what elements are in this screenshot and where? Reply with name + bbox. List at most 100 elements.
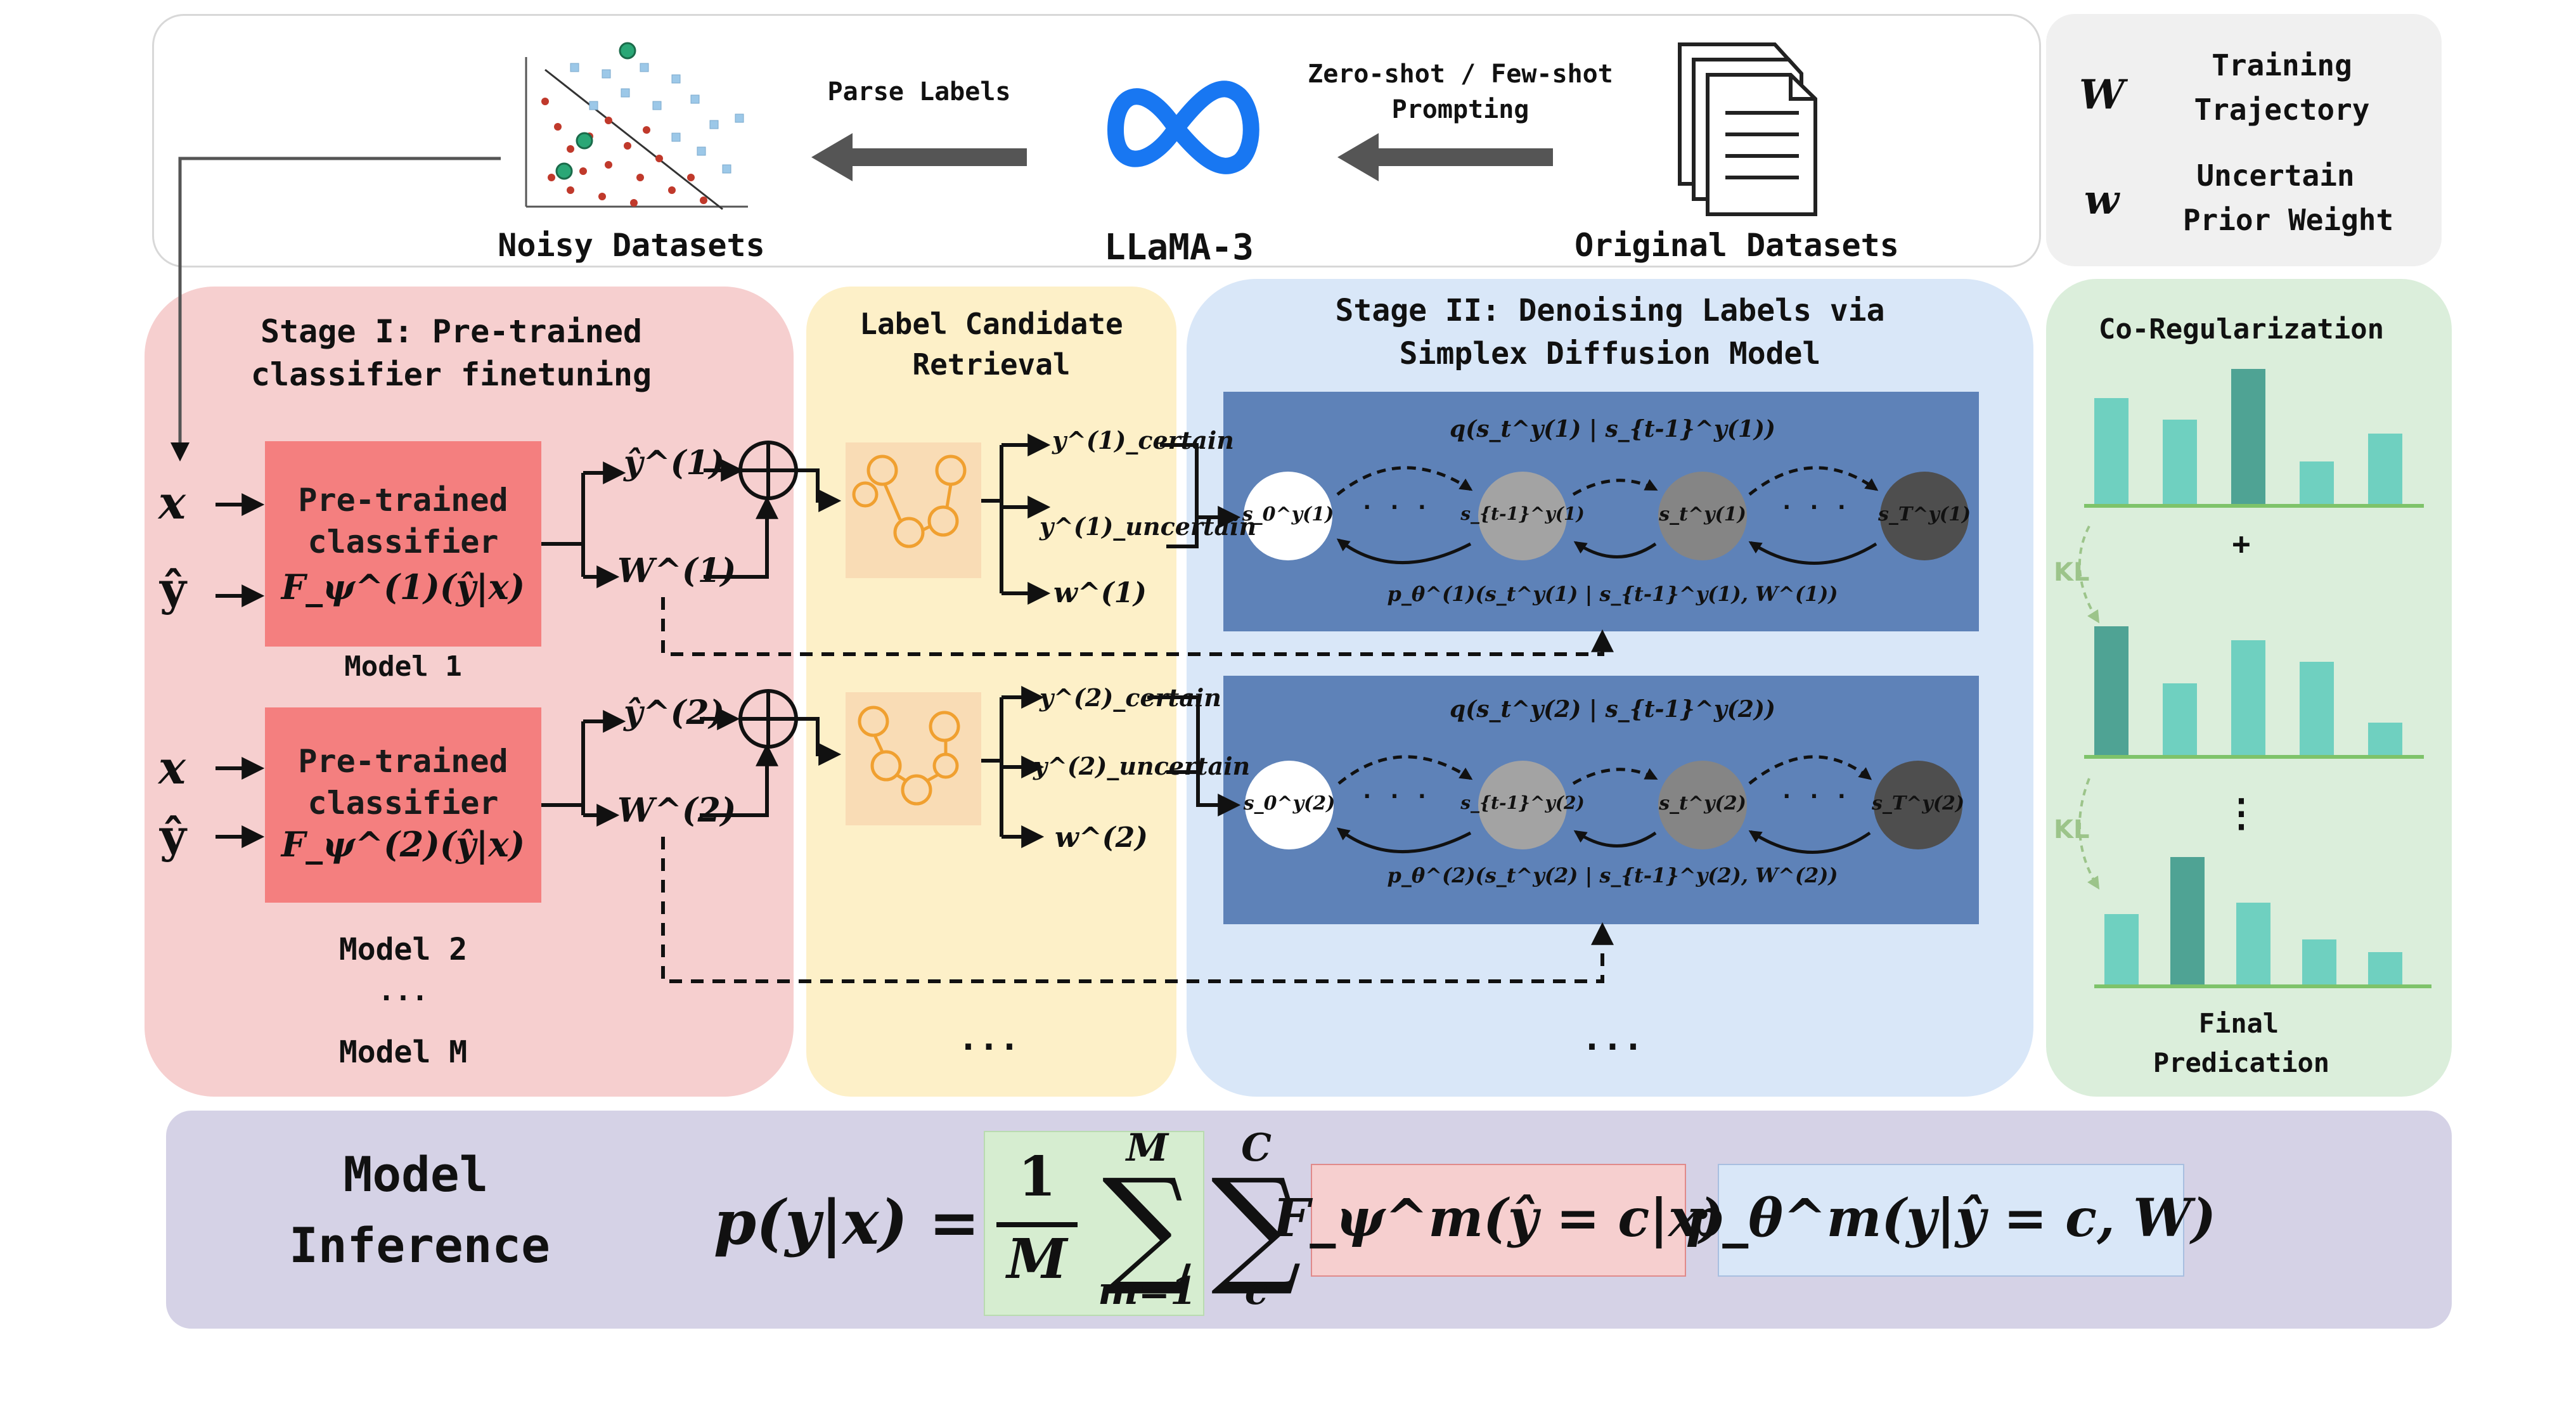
w2-label: w^(2) xyxy=(1055,822,1148,854)
model1-caption: Model 1 xyxy=(344,650,462,683)
retrieval-graph-icon-1 xyxy=(852,455,967,548)
p-label-2: p_θ^(2)(s_t^y(2) | s_{t-1}^y(2), W^(2)) xyxy=(1387,863,1838,887)
coreg-plus: + xyxy=(2232,526,2251,562)
legend-panel xyxy=(2046,14,2442,266)
parse-labels-label: Parse Labels xyxy=(827,77,1011,106)
trajectory-dashed-lines xyxy=(661,597,1614,983)
y2-uncertain-label: y^(2)_uncertain xyxy=(1033,752,1251,780)
formula-dot: · xyxy=(1693,1184,1712,1245)
final-label-line2: Predication xyxy=(2153,1047,2330,1078)
y1-certain-label: y^(1)_certain xyxy=(1052,426,1234,455)
classifier1-formula: F_ψ^(1)(ŷ|x) xyxy=(281,567,525,607)
llama-label: LLaMA-3 xyxy=(1104,227,1254,268)
chain-dots-1b: · · · xyxy=(1779,494,1849,520)
yhat2-label: ŷ^(2) xyxy=(624,693,725,732)
legend-W-symbol: W xyxy=(2079,71,2125,119)
retrieval-graph-icon-2 xyxy=(858,706,960,806)
q-label-2: q(s_t^y(2) | s_{t-1}^y(2)) xyxy=(1450,696,1775,723)
model-ellipsis: ... xyxy=(378,975,428,1007)
y2-certain-label: y^(2)_certain xyxy=(1040,683,1221,712)
classifier-box-2 xyxy=(265,707,541,903)
state-sT-1: s_T^y(1) xyxy=(1877,503,1971,526)
model2-fork xyxy=(541,686,1241,848)
state-s0-1: s_0^y(1) xyxy=(1242,503,1334,526)
stage1-title-line2: classifier finetuning xyxy=(250,356,652,393)
chain-dots-2b: · · · xyxy=(1779,783,1849,809)
p-label-1: p_θ^(1)(s_t^y(1) | s_{t-1}^y(1), W^(1)) xyxy=(1387,582,1838,606)
kl-label-2: KL xyxy=(2054,815,2090,844)
W1-label: W^(1) xyxy=(617,551,737,590)
formula-sum1-top: M xyxy=(1126,1126,1169,1170)
classifier-box-1 xyxy=(265,441,541,647)
classifier1-line2: classifier xyxy=(307,524,499,560)
stage2-title-line2: Simplex Diffusion Model xyxy=(1399,336,1821,371)
input-x-1: x xyxy=(158,475,186,529)
coreg-vdots: ⋮ xyxy=(2222,791,2260,835)
input-yhat-1: ŷ xyxy=(160,562,186,616)
classifier2-formula: F_ψ^(2)(ŷ|x) xyxy=(281,824,525,865)
model1-fork xyxy=(541,434,1241,605)
classifier1-line1: Pre-trained xyxy=(298,482,508,519)
legend-w-symbol: w xyxy=(2084,176,2120,224)
retrieval-ellipsis: ... xyxy=(958,1018,1020,1058)
yhat1-label: ŷ^(1) xyxy=(624,444,725,482)
input-yhat-2: ŷ xyxy=(160,809,186,863)
stage1-title-line1: Stage I: Pre-trained xyxy=(260,313,643,350)
sum-sigma-2: ∑ xyxy=(1211,1152,1302,1299)
model2-caption: Model 2 xyxy=(338,932,468,967)
formula-frac-den: M xyxy=(1007,1227,1067,1291)
chain-dots-2a: · · · xyxy=(1360,783,1429,809)
formula-term2: p_θ^m(y|ŷ = c, W) xyxy=(1685,1188,2217,1249)
legend-w-line2: Prior Weight xyxy=(2182,203,2394,237)
stage2-title-line1: Stage II: Denoising Labels via xyxy=(1335,293,1885,328)
original-datasets-label: Original Datasets xyxy=(1575,227,1899,264)
input-x-2: x xyxy=(158,740,186,794)
scatter-plot-icon xyxy=(525,42,748,210)
coreg-bars-2 xyxy=(2084,626,2424,759)
coreg-bars-final xyxy=(2094,857,2431,988)
prompting-label-line1: Zero-shot / Few-shot xyxy=(1308,60,1613,89)
inference-title-line1: Model xyxy=(343,1146,489,1203)
classifier2-line1: Pre-trained xyxy=(298,743,508,780)
retrieval-panel xyxy=(806,287,1176,1097)
q-label-1: q(s_t^y(1) | s_{t-1}^y(1)) xyxy=(1450,416,1775,442)
state-sT-2: s_T^y(2) xyxy=(1871,792,1965,815)
noisy-to-model-arrow xyxy=(171,157,501,461)
w1-label: w^(1) xyxy=(1053,577,1147,609)
legend-W-line1: Training xyxy=(2212,48,2352,82)
formula-sum2-top: C xyxy=(1241,1126,1272,1170)
noisy-datasets-label: Noisy Datasets xyxy=(498,227,765,264)
formula-sum1-bottom: m=1 xyxy=(1098,1269,1197,1313)
stage2-ellipsis: ... xyxy=(1581,1018,1644,1058)
diffusion-chain-1 xyxy=(1244,466,1969,565)
legend-w-line1: Uncertain xyxy=(2196,158,2355,193)
coreg-title: Co-Regularization xyxy=(2098,313,2385,345)
legend-W-line2: Trajectory xyxy=(2194,93,2370,127)
inference-title-line2: Inference xyxy=(289,1217,550,1273)
chain-dots-1a: · · · xyxy=(1360,494,1429,520)
meta-logo-icon xyxy=(1107,81,1259,174)
state-st1-2: s_{t-1}^y(2) xyxy=(1460,792,1585,813)
state-st1-1: s_{t-1}^y(1) xyxy=(1460,503,1585,524)
coreg-bars-1 xyxy=(2084,369,2424,508)
formula-frac-num: 1 xyxy=(1018,1145,1056,1209)
prompting-label-line2: Prompting xyxy=(1391,95,1530,124)
formula-lhs: p(y|x) = xyxy=(714,1187,980,1258)
document-stack-icon xyxy=(1678,42,1817,216)
formula-term2-box xyxy=(1718,1164,2184,1277)
diffusion-block-2 xyxy=(1223,676,1979,924)
final-label-line1: Final xyxy=(2198,1008,2279,1039)
state-st-2: s_t^y(2) xyxy=(1659,792,1746,815)
prompting-arrow xyxy=(1337,133,1553,181)
classifier2-line2: classifier xyxy=(307,785,499,822)
state-s0-2: s_0^y(2) xyxy=(1243,792,1336,815)
W2-label: W^(2) xyxy=(617,791,737,830)
sum-sigma-1: ∑ xyxy=(1102,1152,1193,1299)
formula-sum2-bottom: c xyxy=(1244,1269,1268,1313)
modelM-caption: Model M xyxy=(338,1035,468,1070)
state-st-1: s_t^y(1) xyxy=(1659,503,1746,526)
kl-arrows xyxy=(2078,526,2100,890)
diffusion-block-1 xyxy=(1223,392,1979,631)
